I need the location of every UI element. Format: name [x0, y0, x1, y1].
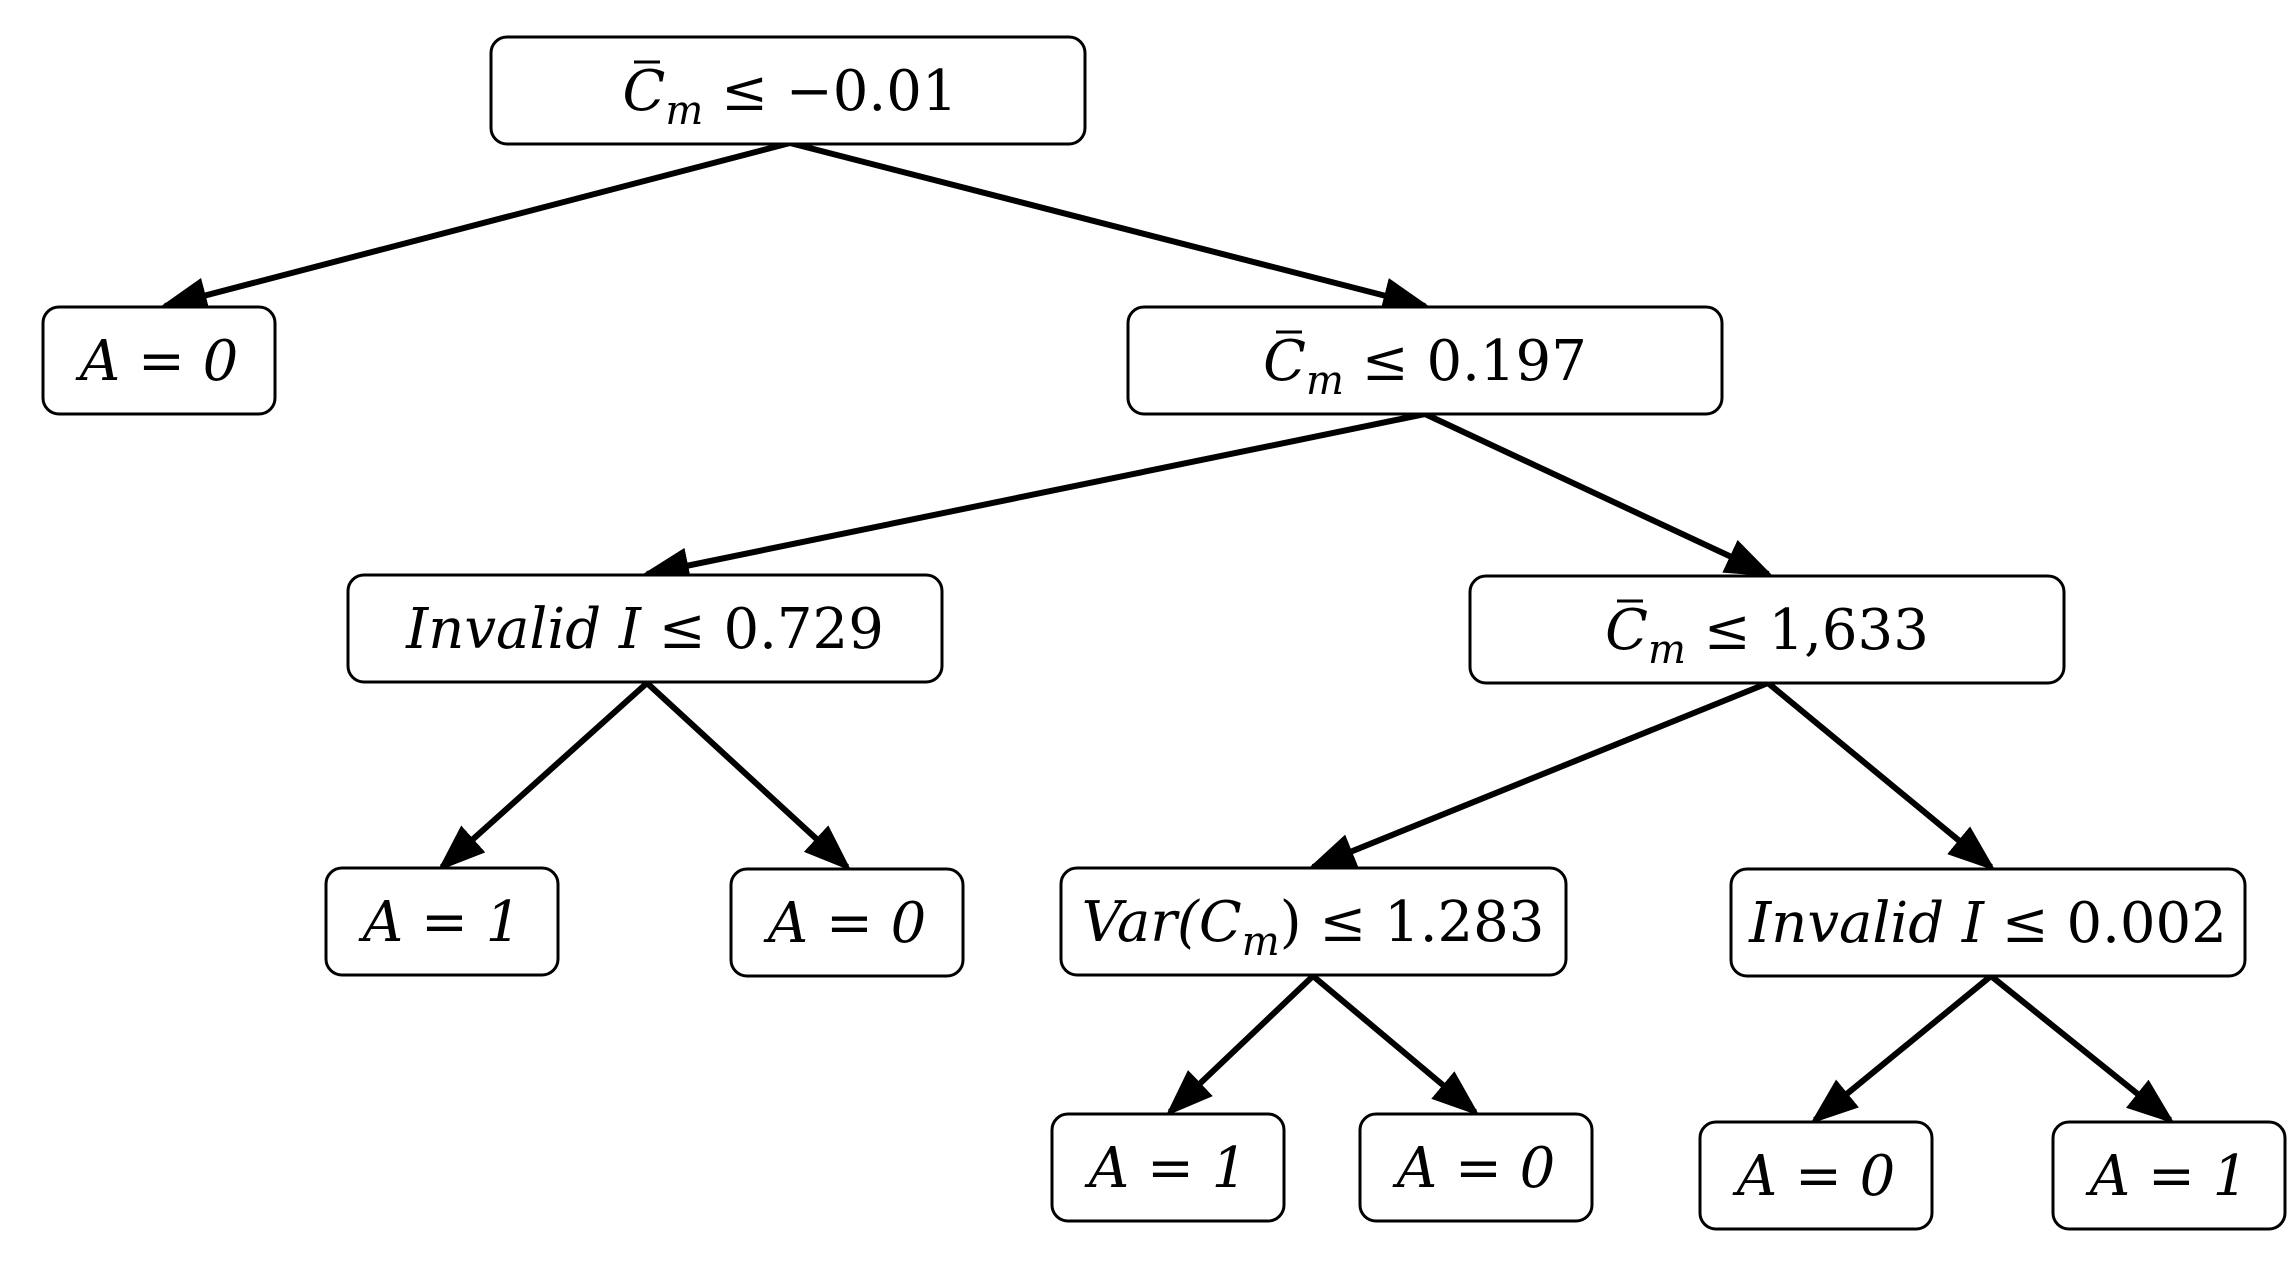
edge-root-to-node2	[789, 140, 1431, 313]
leaf-3-label: A = 0	[763, 891, 927, 956]
leaf-6-label: A = 0	[1732, 1144, 1896, 1209]
edge-root-to-leaf1	[159, 140, 791, 313]
node-6-label: Invalid I ≤ 0.002	[1748, 891, 2227, 956]
node-2: Cm ≤ 0.197	[1126, 305, 1724, 416]
node-4-label: Cm ≤ 1,633	[1605, 598, 1929, 673]
node-root: Cm ≤ −0.01	[489, 35, 1087, 146]
node-5: Var(Cm) ≤ 1.283	[1059, 866, 1568, 977]
edge-node5-to-leaf4	[1165, 973, 1316, 1117]
node-3: Invalid I ≤ 0.729	[346, 573, 944, 684]
leaf-2: A = 1	[324, 866, 560, 977]
leaf-6: A = 0	[1698, 1120, 1934, 1231]
edge-node3-to-leaf2	[437, 680, 650, 872]
edges	[159, 140, 2175, 1124]
leaf-5: A = 0	[1358, 1112, 1594, 1223]
leaf-1-label: A = 0	[75, 329, 239, 394]
leaf-4: A = 1	[1050, 1112, 1286, 1223]
edge-node2-to-node4	[1423, 411, 1774, 577]
node-4: Cm ≤ 1,633	[1468, 574, 2066, 685]
node-3-label: Invalid I ≤ 0.729	[405, 597, 884, 662]
leaf-7-label: A = 1	[2085, 1144, 2249, 1209]
node-2-label: Cm ≤ 0.197	[1263, 329, 1587, 404]
var: C	[623, 59, 666, 124]
node-root-label: Cm ≤ −0.01	[623, 59, 958, 134]
node-6: Invalid I ≤ 0.002	[1729, 867, 2247, 978]
leaf-2-label: A = 1	[358, 890, 522, 955]
edge-node6-to-leaf7	[1989, 973, 2175, 1124]
edge-node6-to-leaf6	[1810, 973, 1993, 1124]
edge-node3-to-leaf3	[644, 680, 852, 872]
edge-node4-to-node5	[1307, 680, 1770, 870]
leaf-4-label: A = 1	[1084, 1136, 1248, 1201]
edge-node2-to-node3	[641, 411, 1426, 584]
leaf-1: A = 0	[41, 305, 277, 416]
node-5-label: Var(Cm) ≤ 1.283	[1082, 890, 1545, 965]
leaf-3: A = 0	[729, 867, 965, 978]
edge-node5-to-leaf5	[1311, 973, 1480, 1116]
leaf-7: A = 1	[2051, 1120, 2287, 1231]
edge-node4-to-node6	[1766, 680, 1996, 871]
leaf-5-label: A = 0	[1392, 1136, 1556, 1201]
